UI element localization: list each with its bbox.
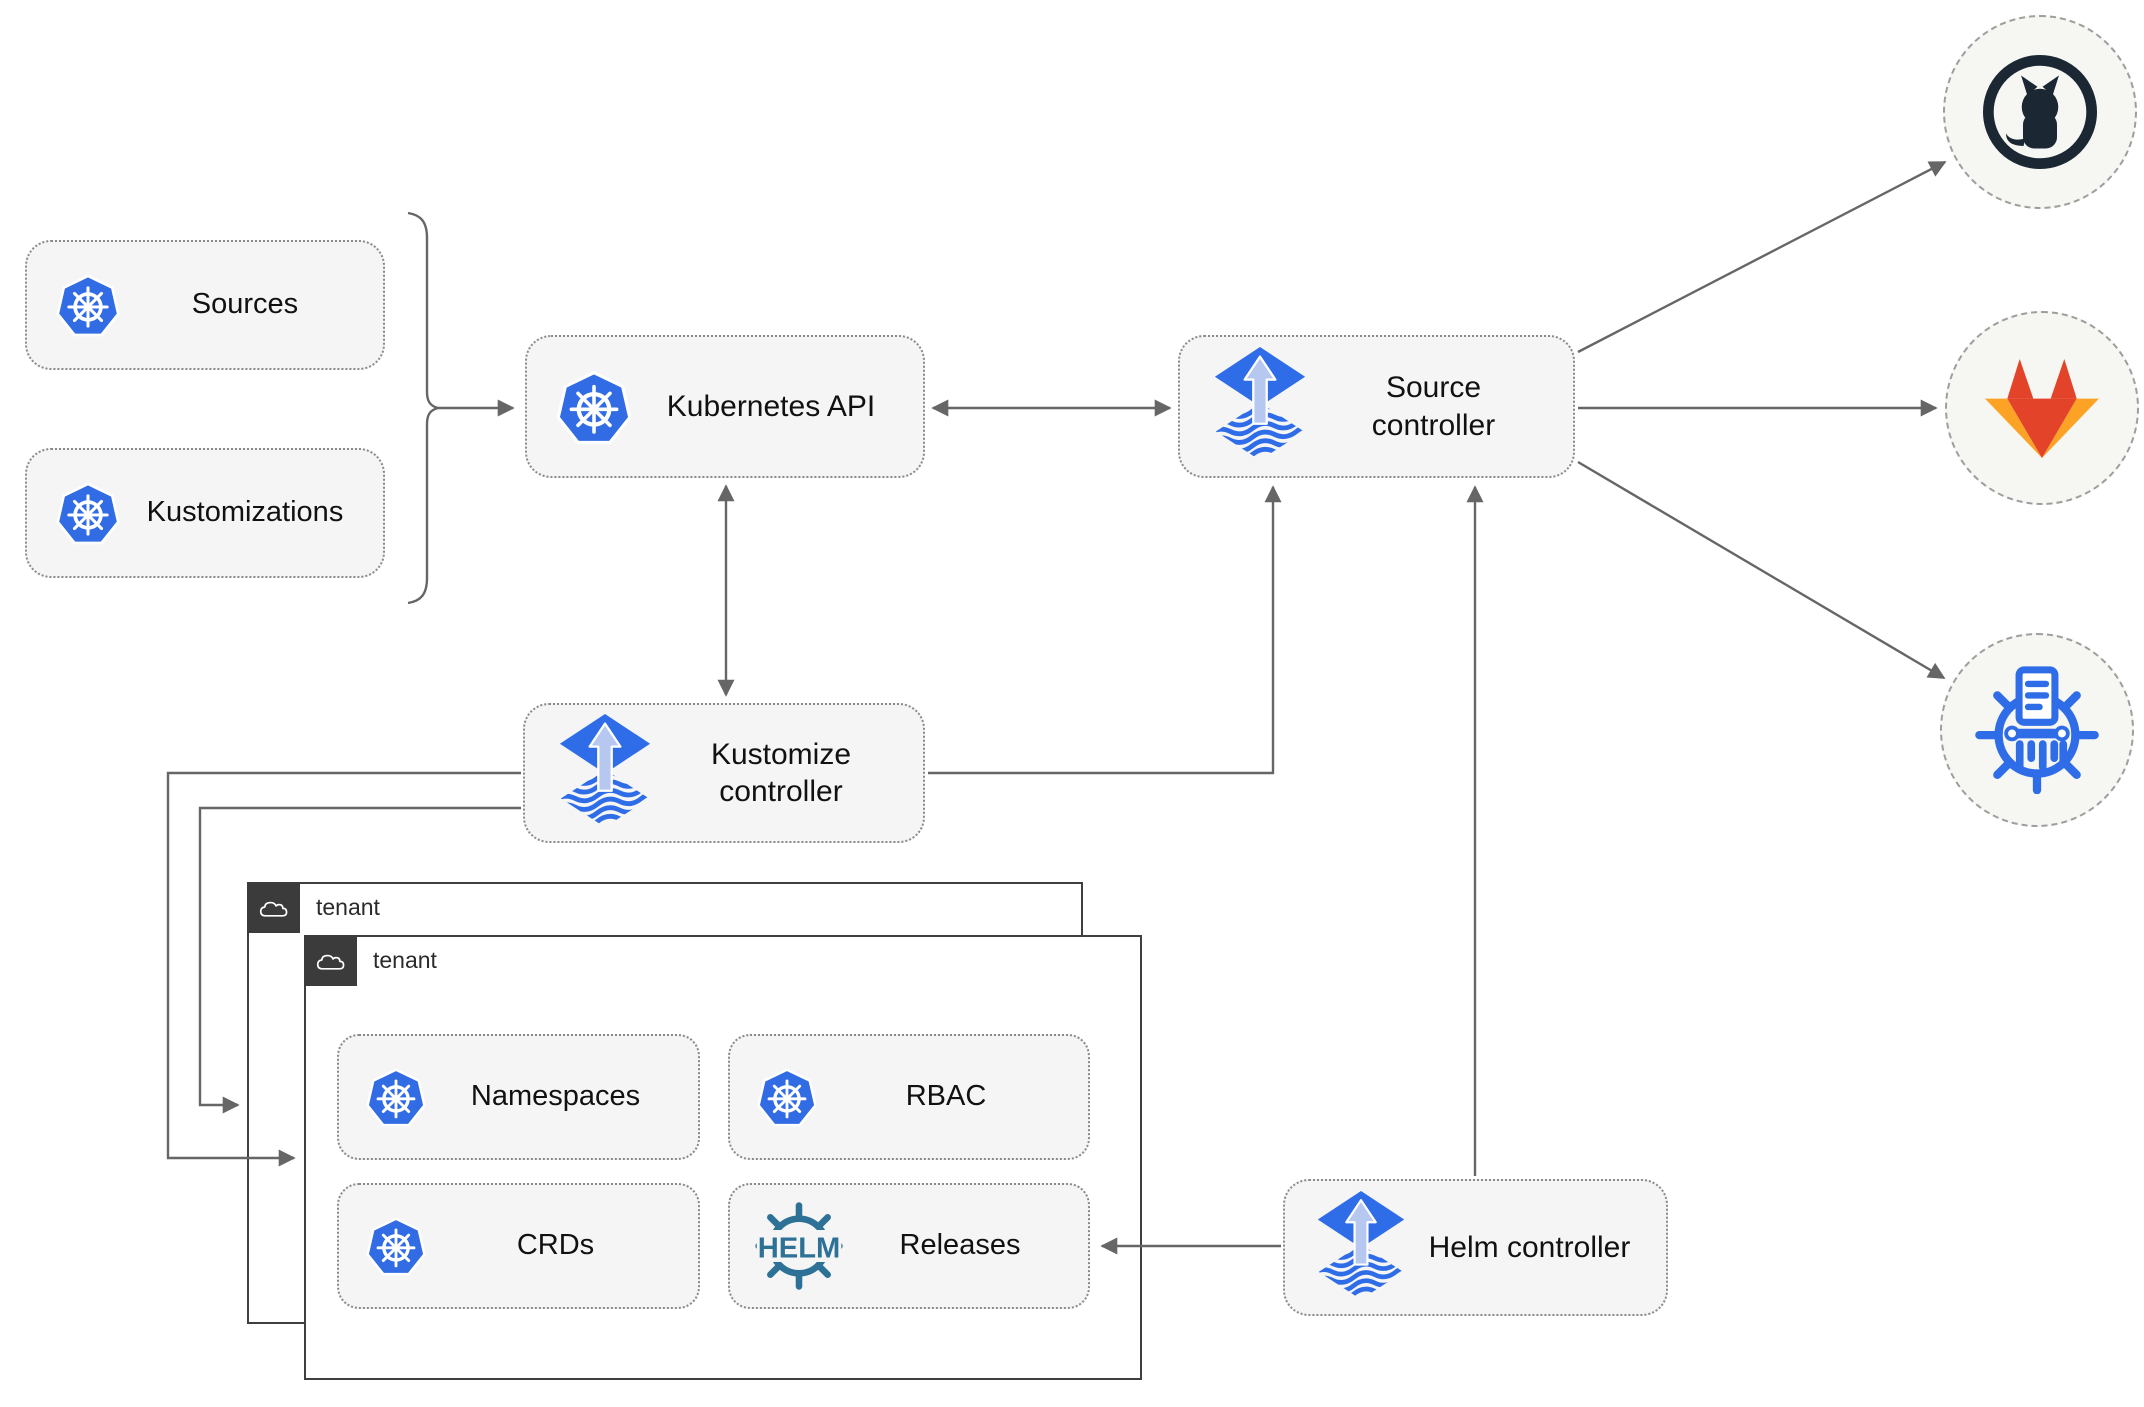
gitlab-circle xyxy=(1945,311,2139,505)
node-rbac: RBAC xyxy=(728,1034,1090,1160)
kubernetes-icon xyxy=(55,272,121,338)
cloud-icon xyxy=(257,896,291,920)
node-crds-label: CRDs xyxy=(516,1229,595,1262)
manifests-wheel-document-icon xyxy=(1973,666,2101,794)
node-kustomize-controller-label: Kustomize controller xyxy=(710,737,852,808)
tenant-label-front: tenant xyxy=(373,947,437,973)
kubernetes-icon xyxy=(55,480,121,546)
node-source-controller: Source controller xyxy=(1178,335,1575,478)
node-kubernetes-api-label: Kubernetes API xyxy=(666,389,876,423)
brace-sources-group xyxy=(407,211,439,605)
node-namespaces: Namespaces xyxy=(337,1034,700,1160)
node-sources-label: Sources xyxy=(191,288,299,321)
node-kubernetes-api: Kubernetes API xyxy=(525,335,925,478)
flux-icon xyxy=(1212,347,1308,466)
node-kustomizations-label: Kustomizations xyxy=(146,496,344,529)
tenant-tab-front xyxy=(304,935,357,986)
cloud-icon xyxy=(314,949,348,973)
node-helm-controller-label: Helm controller xyxy=(1428,1230,1631,1264)
node-rbac-label: RBAC xyxy=(905,1080,987,1113)
edge-source-controller-to-manifests xyxy=(1577,460,1946,680)
node-releases: Releases xyxy=(728,1183,1090,1309)
kubernetes-icon xyxy=(555,368,633,446)
node-kustomizations: Kustomizations xyxy=(25,448,385,578)
manifests-circle xyxy=(1940,633,2134,827)
github-octocat-icon xyxy=(1977,49,2103,175)
node-sources: Sources xyxy=(25,240,385,370)
flux-icon xyxy=(557,714,653,833)
node-releases-label: Releases xyxy=(899,1229,1021,1262)
tenant-label-back: tenant xyxy=(316,894,380,920)
flux-icon xyxy=(1315,1191,1407,1305)
edge-source-controller-to-github xyxy=(1577,160,1947,354)
node-kustomize-controller: Kustomize controller xyxy=(523,703,925,843)
kubernetes-icon xyxy=(756,1066,818,1128)
node-crds: CRDs xyxy=(337,1183,700,1309)
node-source-controller-label: Source controller xyxy=(1371,371,1496,442)
tenant-tab-back xyxy=(247,882,300,933)
gitlab-tanuki-icon xyxy=(1980,354,2104,463)
kubernetes-icon xyxy=(365,1066,427,1128)
github-circle xyxy=(1943,15,2137,209)
helm-wheel-icon xyxy=(752,1199,846,1293)
edge-kustomize-controller-to-source-controller xyxy=(928,485,1282,775)
kubernetes-icon xyxy=(365,1215,427,1277)
node-namespaces-label: Namespaces xyxy=(470,1080,641,1113)
node-helm-controller: Helm controller xyxy=(1283,1179,1668,1316)
